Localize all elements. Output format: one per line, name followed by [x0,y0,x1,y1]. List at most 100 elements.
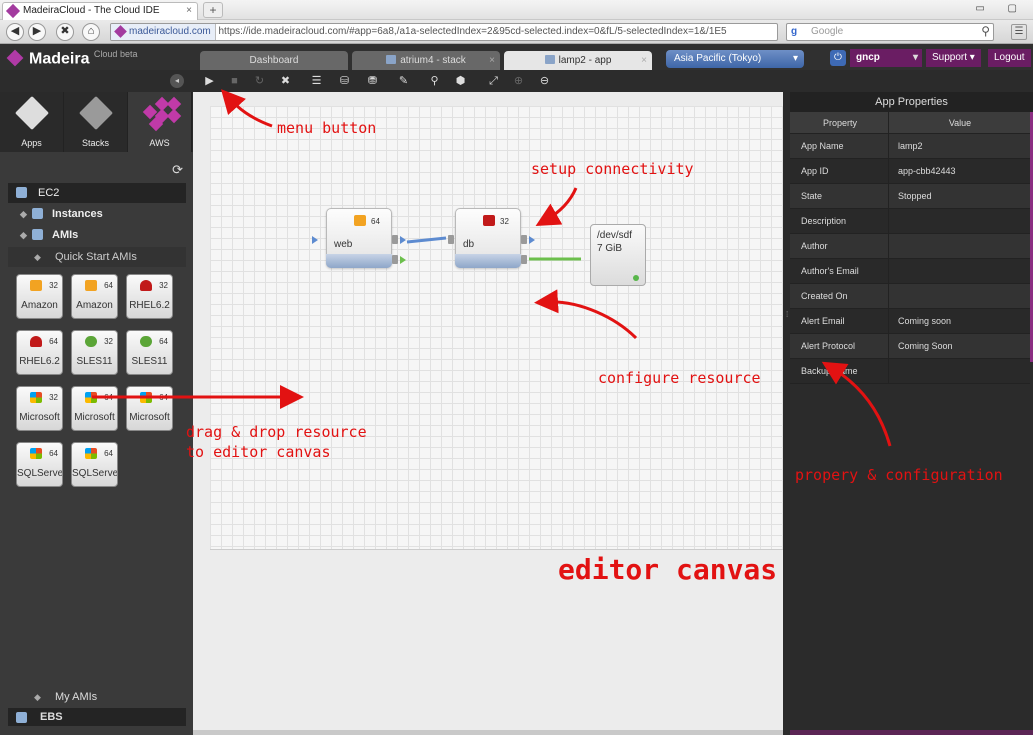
annotation-drag-1: drag & drop resource [186,423,367,441]
zoom-out-icon[interactable]: ⊖ [539,75,550,87]
zoom-in-icon[interactable]: ⊕ [513,75,524,87]
region-select[interactable]: Asia Pacific (Tokyo) ▾ [666,50,804,68]
volume-node[interactable]: /dev/sdf 7 GiB [590,224,646,286]
back-button[interactable]: ◀ [6,23,24,41]
tree-ebs[interactable]: EBS [8,708,186,726]
window-controls[interactable]: ▭ ▢ [975,3,1027,14]
annotation-editor-canvas: editor canvas [558,553,778,586]
panel-splitter[interactable]: ⁞ [786,310,789,319]
tree-arrow-icon: ◆ [34,692,41,702]
search-icon[interactable]: ⚲ [981,24,990,38]
terminate-button[interactable]: ✖ [280,75,291,87]
stack-icon [386,55,397,64]
node-label: db [463,239,475,250]
stack-layer-icon[interactable]: ⛁ [339,75,350,87]
logout-link[interactable]: Logout [988,49,1031,67]
export-icon[interactable]: ⬢ [455,75,466,87]
tab-stack[interactable]: atrium4 - stack × [352,51,500,70]
url-bar[interactable]: madeiracloud.com https://ide.madeiraclou… [110,23,778,41]
connection-web-db[interactable] [406,236,447,244]
table-row[interactable]: Created On [790,284,1030,309]
run-button[interactable]: ▶ [205,75,214,87]
tree-label: Quick Start AMIs [55,251,137,263]
fullscreen-icon[interactable]: ⤢ [489,75,498,87]
refresh-icon[interactable]: ⟳ [172,162,183,177]
tab-app[interactable]: lamp2 - app × [504,51,652,70]
editor-canvas[interactable] [210,106,783,550]
link-icon[interactable]: ⚲ [430,75,439,87]
tab-aws[interactable]: AWS [128,92,192,152]
chevron-down-icon: ▾ [792,53,798,64]
support-menu[interactable]: Support ▾ [926,49,981,67]
amazon-icon [85,280,97,291]
collapse-icon[interactable]: ◂ [170,74,184,88]
instance-node-web[interactable]: 64 web [326,208,392,268]
scrollbar[interactable] [1030,112,1033,362]
app-logo[interactable]: Madeira Cloud beta [6,49,137,68]
stop-button[interactable]: ✖ [56,23,74,41]
tab-dashboard[interactable]: Dashboard [200,51,348,70]
close-icon[interactable]: × [186,5,192,16]
port-out[interactable] [392,235,398,244]
ami-name: SQLServer [17,468,62,479]
stack-icon[interactable]: ☰ [311,75,322,87]
port-in[interactable] [448,235,454,244]
tree-instances[interactable]: ◆ Instances [8,204,186,224]
amis-icon [32,229,43,240]
edit-icon[interactable]: ✎ [398,75,409,87]
instance-node-db[interactable]: 32 db [455,208,521,268]
port-in-arrow-icon[interactable] [312,236,318,244]
reload-button[interactable]: ↻ [254,75,265,87]
port-arrow-icon [400,236,406,244]
forward-button[interactable]: ▶ [28,23,46,41]
table-row[interactable]: Backup Name [790,359,1030,384]
panel-title: App Properties [790,92,1033,112]
home-button[interactable]: ⌂ [82,23,100,41]
port-out[interactable] [392,255,398,264]
tree-arrow-icon: ◆ [34,252,41,262]
tree-arrow-icon: ◆ [20,209,27,219]
stack-db-icon[interactable]: ⛃ [367,75,378,87]
power-icon[interactable]: ⏻ [830,50,846,66]
tree-quick-start-amis[interactable]: ◆ Quick Start AMIs [8,247,186,267]
node-label: web [334,239,353,250]
table-row[interactable]: Author [790,234,1030,259]
tree-amis[interactable]: ◆ AMIs [8,225,186,245]
close-icon[interactable]: × [641,55,647,66]
browser-tab[interactable]: MadeiraCloud - The Cloud IDE × [2,2,198,20]
tab-apps[interactable]: Apps [0,92,64,152]
port-out[interactable] [521,235,527,244]
tree-my-amis[interactable]: ◆ My AMIs [8,688,186,706]
table-row[interactable]: Author's Email [790,259,1030,284]
table-row[interactable]: Description [790,209,1030,234]
stop-button[interactable]: ■ [231,75,238,87]
ec2-icon [16,187,27,198]
tree-ec2[interactable]: EC2 [8,183,186,203]
tab-stacks[interactable]: Stacks [64,92,128,152]
user-menu[interactable]: gncp ▾ [850,49,922,67]
browser-menu-icon[interactable]: ☰ [1011,24,1027,40]
volume-status-dot [633,275,639,281]
new-tab-button[interactable]: + [203,2,223,18]
search-input[interactable]: g Google ⚲ [786,23,994,41]
ami-bits: 64 [159,393,168,402]
close-icon[interactable]: × [489,55,495,66]
port-out[interactable] [521,255,527,264]
